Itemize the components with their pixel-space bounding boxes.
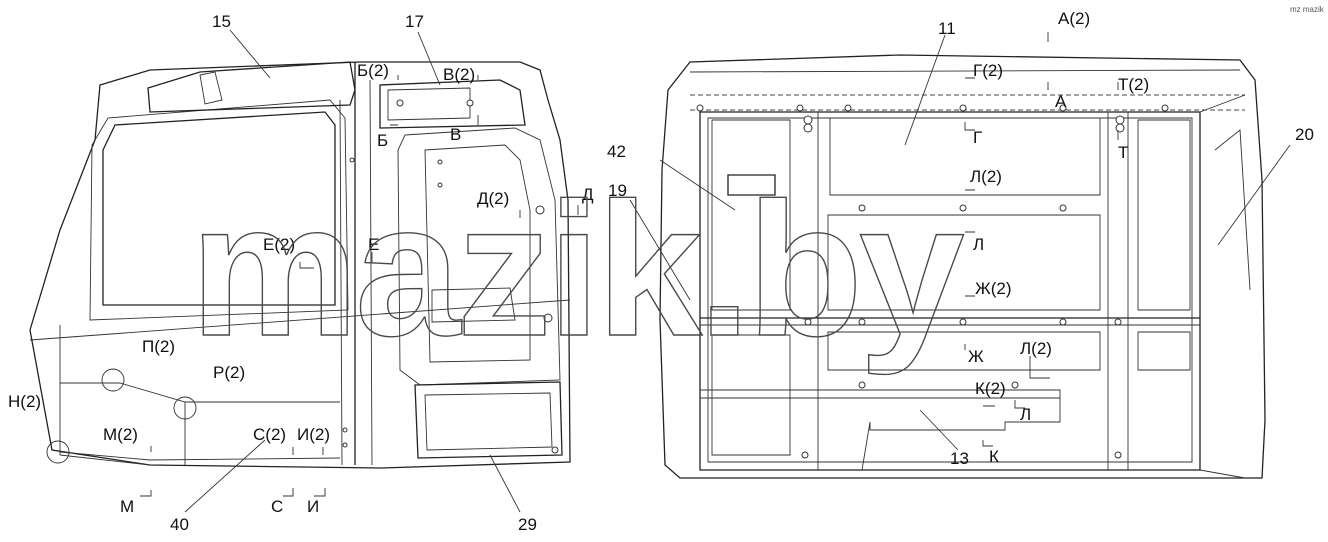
- section-b2: Б(2): [357, 61, 389, 80]
- vent-panel-17: [379, 79, 526, 129]
- side-window: [102, 111, 336, 306]
- section-s2: С(2): [253, 425, 286, 444]
- section-v2: В(2): [443, 65, 475, 84]
- section-g: Г: [973, 128, 982, 147]
- section-e: Е: [368, 235, 379, 254]
- section-t2: Т(2): [1118, 75, 1149, 94]
- section-s: С: [271, 497, 283, 516]
- callout-15: 15: [212, 12, 231, 31]
- section-l-upper: Л: [973, 235, 984, 254]
- section-g2: Г(2): [973, 61, 1003, 80]
- section-a2: А(2): [1058, 9, 1090, 28]
- section-d: Д: [582, 185, 594, 204]
- section-e2: Е(2): [263, 235, 295, 254]
- handle-42: [727, 174, 776, 196]
- cab-rear-outline: [659, 54, 1266, 479]
- section-a: А: [1055, 92, 1067, 111]
- section-l-lower: Л: [1020, 405, 1031, 424]
- section-p2: П(2): [142, 337, 175, 356]
- cab-rear-view: [629, 32, 1291, 479]
- lower-trim-40: [60, 382, 340, 403]
- section-r2: Р(2): [213, 363, 245, 382]
- callout-42: 42: [607, 142, 626, 161]
- section-v: В: [450, 125, 461, 144]
- section-zh2: Ж(2): [975, 279, 1011, 298]
- section-m2: М(2): [103, 425, 138, 444]
- section-i2: И(2): [297, 425, 330, 444]
- callout-20: 20: [1295, 125, 1314, 144]
- rear-panel-frame: [397, 127, 561, 386]
- window-panel-11: [829, 117, 1101, 196]
- section-d2: Д(2): [477, 189, 509, 208]
- lower-panel-13: [700, 389, 1061, 471]
- section-t: Т: [1118, 143, 1128, 162]
- callout-13: 13: [950, 449, 969, 468]
- section-l2-lower: Л(2): [1020, 339, 1052, 358]
- callout-40: 40: [170, 515, 189, 534]
- callout-17: 17: [405, 12, 424, 31]
- callout-19: 19: [608, 181, 627, 200]
- lower-hatch-29: [414, 381, 563, 459]
- cab-side-outline: [29, 61, 571, 469]
- section-k: К: [989, 447, 999, 466]
- callout-11: 11: [938, 19, 956, 38]
- watermark: mazik.by: [190, 164, 964, 376]
- left-view-labels: 15 17 40 29 Б(2) В(2) Б В Д(2) Д Е(2) Е …: [8, 12, 594, 534]
- section-zh: Ж: [968, 347, 984, 366]
- section-n2: Н(2): [8, 392, 41, 411]
- right-view-labels: 11 42 19 20 13 А(2) Г(2) А Т(2) Г Т Л(2)…: [607, 9, 1314, 468]
- corner-tag: mz mazik: [1290, 5, 1325, 14]
- section-m: М: [120, 497, 134, 516]
- cab-side-view: [29, 29, 579, 513]
- section-i: И: [307, 497, 319, 516]
- section-b: Б: [377, 131, 388, 150]
- section-l2-upper: Л(2): [970, 167, 1002, 186]
- callout-29: 29: [518, 515, 537, 534]
- left-bolts: [342, 99, 559, 454]
- rear-bolts: [696, 104, 1169, 459]
- roof-dashed-line: [690, 94, 1245, 111]
- section-k2: К(2): [975, 379, 1006, 398]
